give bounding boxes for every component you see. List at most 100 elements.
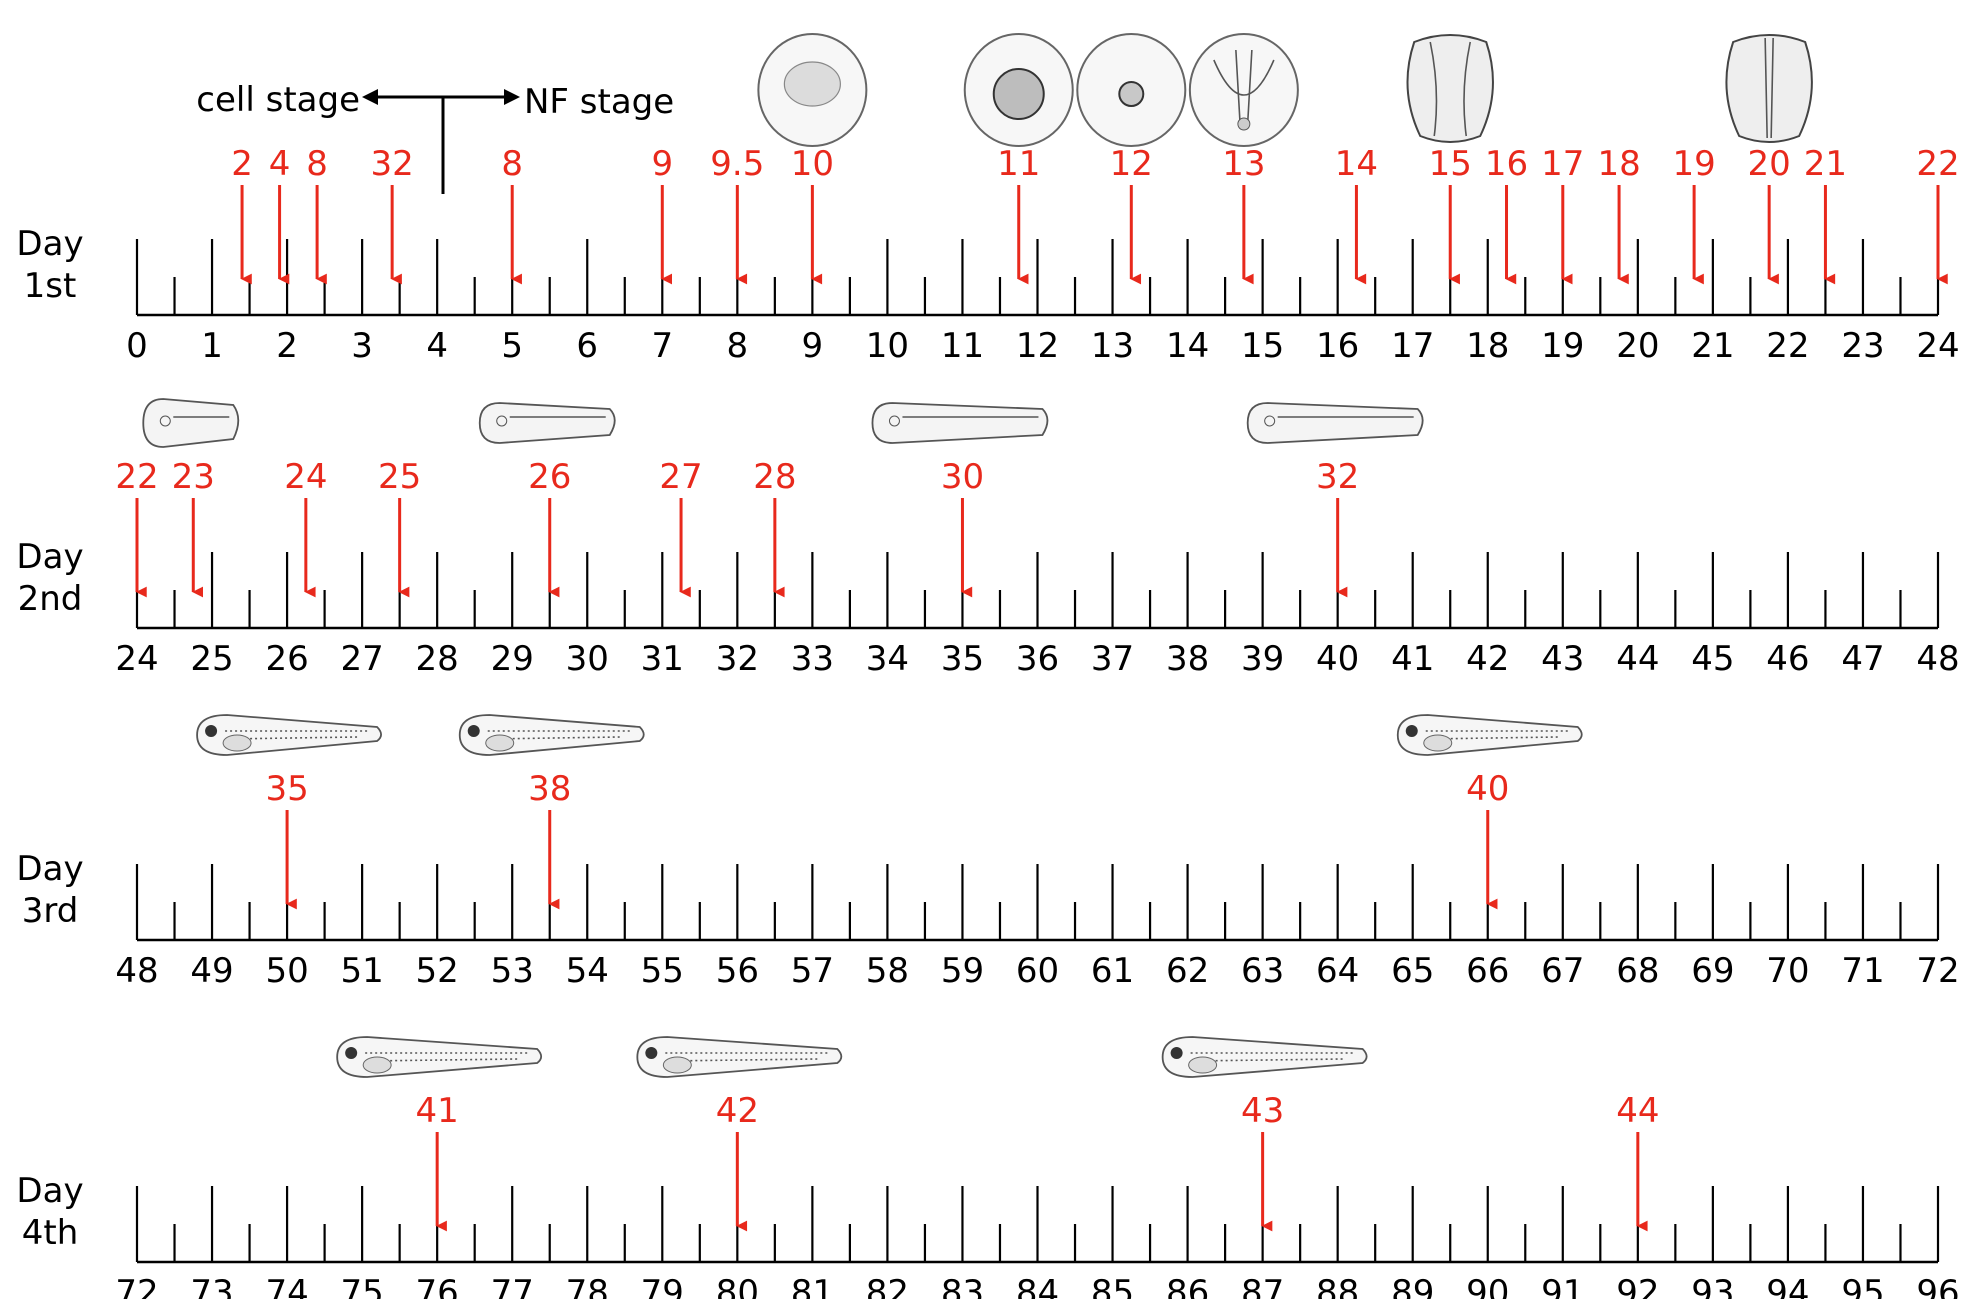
hour-tick-label: 22 (1766, 326, 1809, 366)
stage-number-label: 43 (1241, 1091, 1284, 1131)
hour-tick-label: 50 (265, 951, 308, 991)
hour-tick-label: 33 (791, 639, 834, 679)
hour-tick-label: 70 (1766, 951, 1809, 991)
hour-tick-label: 92 (1616, 1273, 1659, 1299)
stage-number-label: 20 (1748, 144, 1791, 184)
hour-tick-label: 51 (340, 951, 383, 991)
stage-marker: 22 (1916, 144, 1960, 285)
embryo-illustration (757, 33, 868, 147)
embryo-illustration (336, 1036, 543, 1078)
stage-marker: 43 (1241, 1091, 1284, 1232)
hour-tick-label: 65 (1391, 951, 1434, 991)
stage-number-label: 26 (528, 457, 571, 497)
stage-marker: 22 (115, 457, 159, 598)
hour-tick-label: 3 (351, 326, 373, 366)
hour-tick-label: 38 (1166, 639, 1209, 679)
stage-marker: 28 (753, 457, 796, 598)
stage-number-label: 19 (1672, 144, 1715, 184)
stage-marker: 24 (284, 457, 327, 598)
hour-tick-label: 77 (491, 1273, 534, 1299)
stage-number-label: 15 (1429, 144, 1472, 184)
hour-tick-label: 5 (501, 326, 523, 366)
stage-number-label: 16 (1485, 144, 1528, 184)
hour-tick-label: 81 (791, 1273, 834, 1299)
hour-tick-label: 37 (1091, 639, 1134, 679)
hour-tick-label: 69 (1691, 951, 1734, 991)
stage-number-label: 28 (753, 457, 796, 497)
stage-marker: 13 (1222, 144, 1265, 285)
hour-tick-label: 21 (1691, 326, 1734, 366)
stage-marker: 9.5 (710, 144, 764, 285)
stage-marker: 21 (1804, 144, 1847, 285)
hour-tick-label: 95 (1841, 1273, 1884, 1299)
hour-tick-label: 75 (340, 1273, 383, 1299)
hour-tick-label: 13 (1091, 326, 1134, 366)
stage-marker: 40 (1466, 769, 1509, 910)
hour-tick-label: 46 (1766, 639, 1809, 679)
hour-tick-label: 16 (1316, 326, 1359, 366)
hour-tick-label: 41 (1391, 639, 1434, 679)
stage-number-label: 23 (172, 457, 215, 497)
stage-number-label: 42 (716, 1091, 759, 1131)
stage-marker: 30 (941, 457, 984, 598)
stage-marker: 2 (231, 144, 253, 285)
stage-number-label: 14 (1335, 144, 1378, 184)
stage-number-label: 17 (1541, 144, 1584, 184)
hour-tick-label: 82 (866, 1273, 909, 1299)
stage-marker: 19 (1672, 144, 1716, 285)
stage-marker: 14 (1335, 144, 1378, 285)
stage-number-label: 24 (284, 457, 327, 497)
legend-right-arrowhead (504, 89, 520, 105)
hour-tick-label: 15 (1241, 326, 1284, 366)
hour-tick-label: 87 (1241, 1273, 1284, 1299)
stage-marker: 35 (265, 769, 309, 910)
hour-tick-label: 57 (791, 951, 834, 991)
stage-marker: 16 (1485, 144, 1528, 285)
hour-tick-label: 94 (1766, 1273, 1809, 1299)
stage-marker: 23 (172, 457, 215, 598)
stage-number-label: 8 (501, 144, 523, 184)
stage-marker: 25 (378, 457, 421, 598)
hour-tick-label: 48 (115, 951, 158, 991)
stage-number-label: 8 (306, 144, 328, 184)
hour-tick-label: 67 (1541, 951, 1584, 991)
hour-tick-label: 91 (1541, 1273, 1584, 1299)
legend-left-arrowhead (362, 89, 378, 105)
stage-number-label: 4 (269, 144, 291, 184)
hour-tick-label: 61 (1091, 951, 1134, 991)
hour-tick-label: 20 (1616, 326, 1659, 366)
hour-tick-label: 39 (1241, 639, 1284, 679)
hour-tick-label: 60 (1016, 951, 1059, 991)
hour-tick-label: 44 (1616, 639, 1659, 679)
hour-tick-label: 35 (941, 639, 984, 679)
hour-tick-label: 89 (1391, 1273, 1434, 1299)
hour-tick-label: 7 (651, 326, 673, 366)
stage-marker: 9 (651, 144, 673, 285)
stage-marker: 15 (1429, 144, 1472, 285)
hour-tick-label: 86 (1166, 1273, 1209, 1299)
hour-tick-label: 28 (416, 639, 459, 679)
stage-number-label: 32 (1316, 457, 1359, 497)
hour-tick-label: 8 (727, 326, 749, 366)
hour-tick-label: 26 (265, 639, 308, 679)
hour-tick-label: 80 (716, 1273, 759, 1299)
day-label-line1: Day (16, 1171, 83, 1211)
embryo-illustration (871, 402, 1049, 444)
stage-marker: 17 (1541, 144, 1584, 285)
hour-tick-label: 32 (716, 639, 759, 679)
hour-tick-label: 30 (566, 639, 609, 679)
legend-cell-stage-label: cell stage (196, 80, 360, 120)
hour-tick-label: 24 (115, 639, 158, 679)
day-label-line1: Day (16, 849, 83, 889)
legend-nf-stage-label: NF stage (524, 82, 674, 122)
embryo-illustration (196, 714, 382, 756)
embryo-illustration (458, 714, 645, 756)
legend: cell stage NF stage (196, 80, 674, 194)
stage-number-label: 40 (1466, 769, 1509, 809)
hour-tick-label: 42 (1466, 639, 1509, 679)
hour-tick-label: 19 (1541, 326, 1584, 366)
